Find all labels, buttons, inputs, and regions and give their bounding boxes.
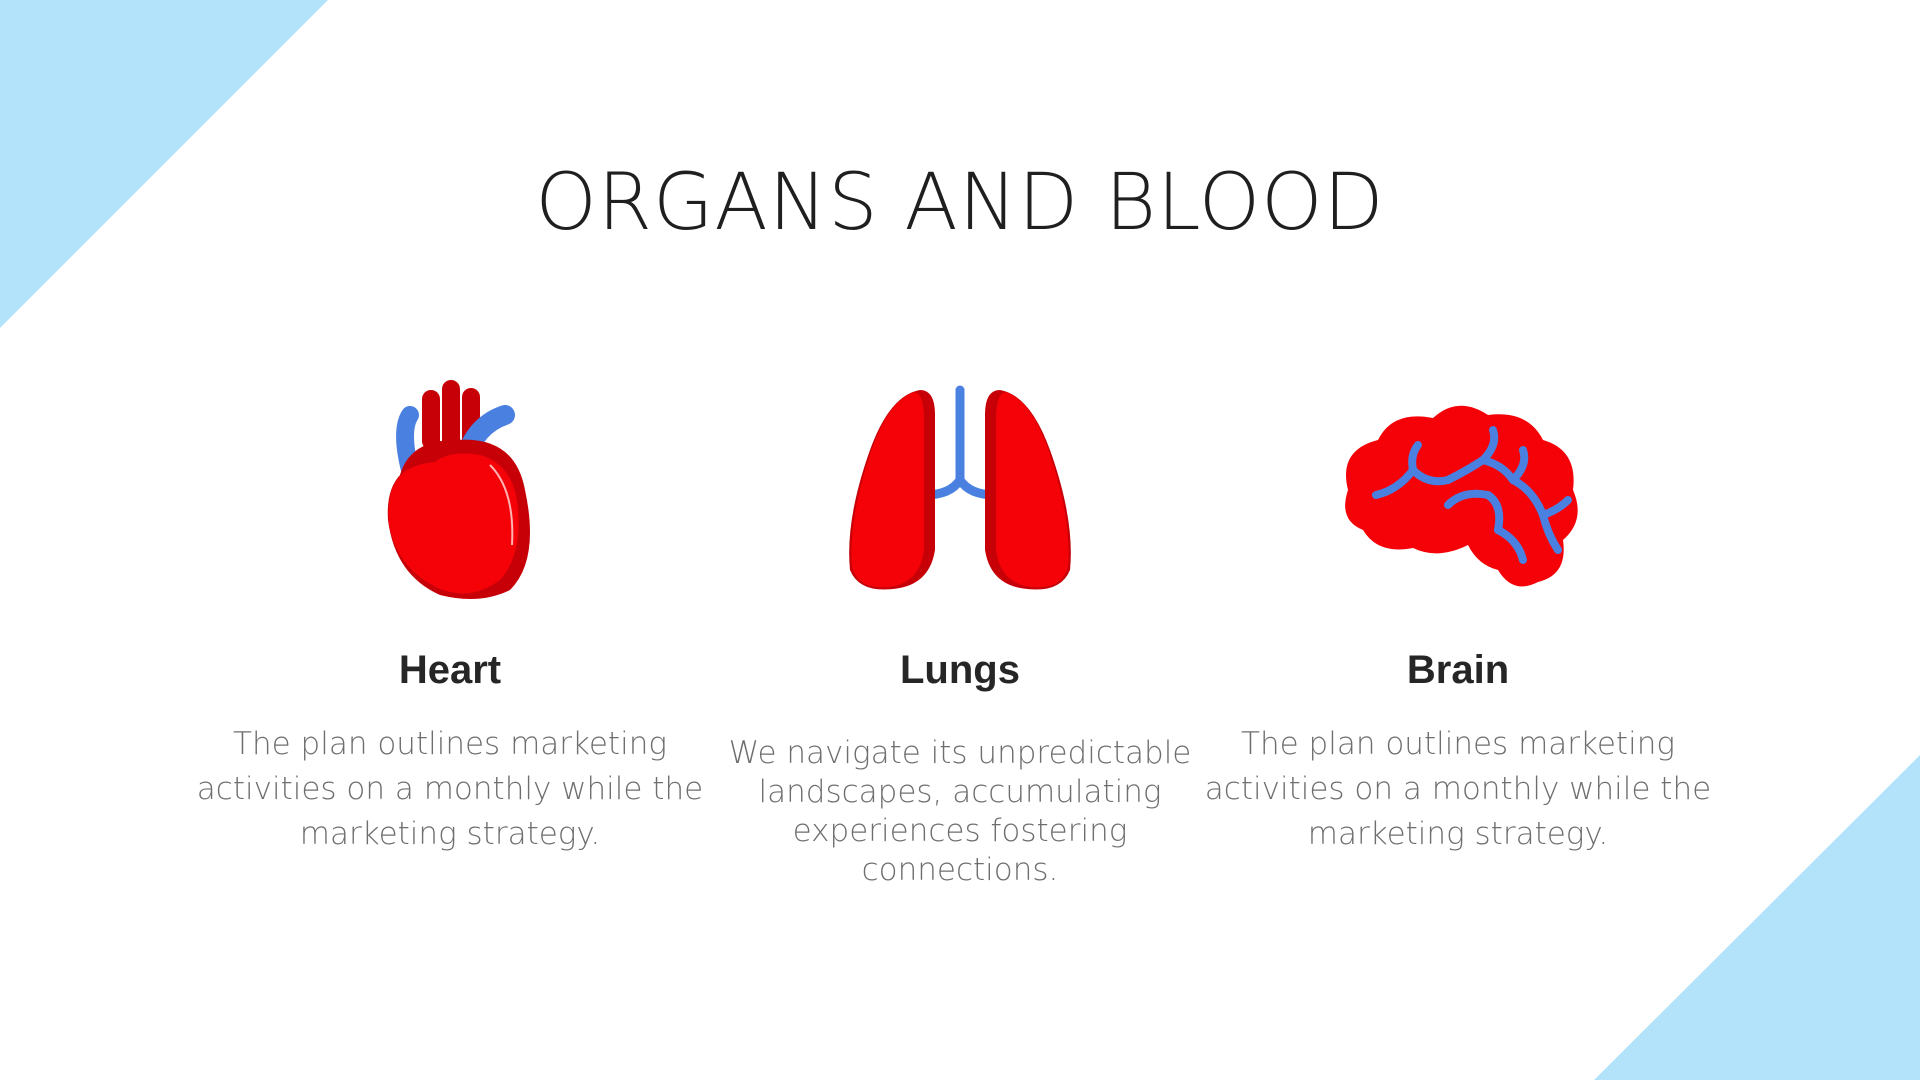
organ-heading: Heart [398,648,502,692]
organ-heading: Lungs [900,648,1020,692]
heart-icon [387,380,530,599]
slide-title: ORGANS AND BLOOD [535,158,1385,248]
organ-heading: Brain [1406,648,1510,692]
organ-description: The plan outlines marketing activities o… [196,726,704,852]
organ-description: We navigate its unpredictable landscapes… [728,735,1192,888]
organ-description: The plan outlines marketing activities o… [1204,726,1712,852]
brain-icon [1345,405,1578,587]
organ-card-heart: Heart The plan outlines marketing activi… [190,370,710,852]
organ-card-lungs: Lungs We navigate its unpredictable land… [700,370,1220,888]
top-left-triangle [0,0,328,328]
lungs-icon [849,385,1071,590]
organ-card-brain: Brain The plan outlines marketing activi… [1198,370,1718,852]
bottom-right-triangle [1594,755,1920,1080]
